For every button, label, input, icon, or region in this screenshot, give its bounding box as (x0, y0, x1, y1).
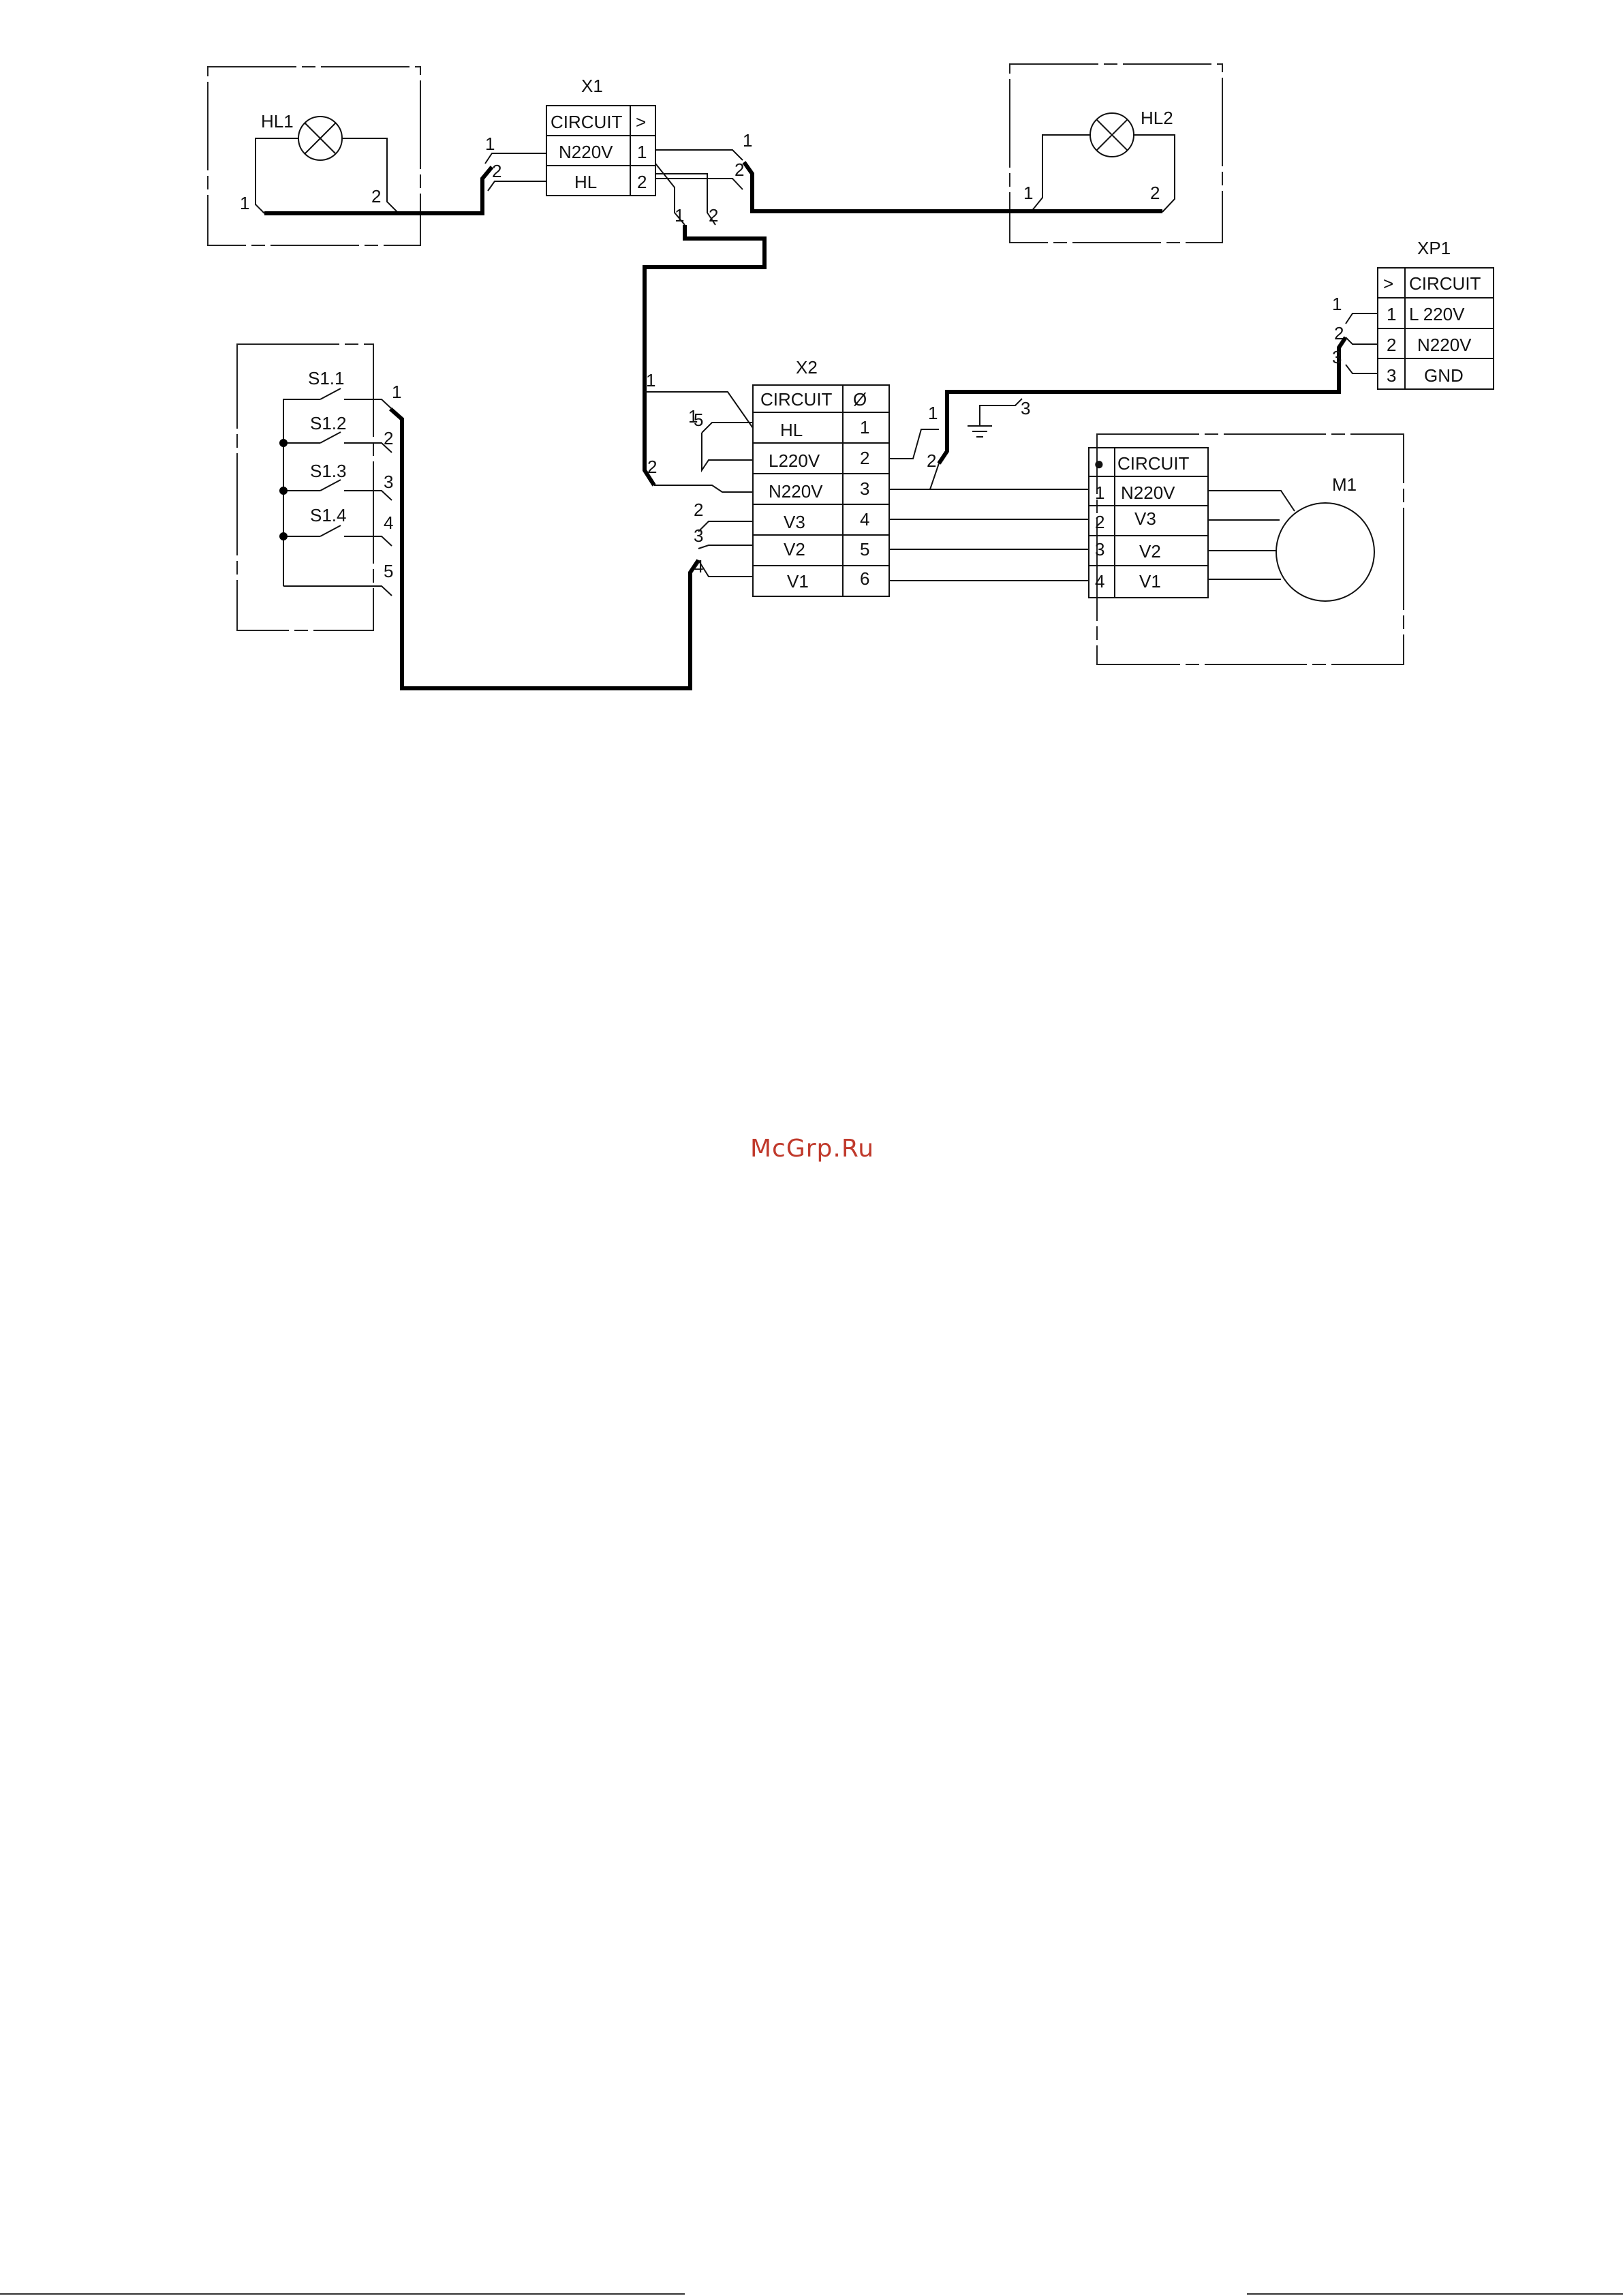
hl1-label: HL1 (261, 111, 294, 132)
x1-row2-pin: 2 (637, 172, 647, 192)
x2-right-wire-2: 2 (927, 450, 936, 471)
switch-s1-1: S1.1 (283, 368, 392, 409)
m1-row1-circuit: N220V (1121, 483, 1175, 503)
m1-header-dot-icon: ● (1094, 453, 1104, 474)
x1-left-wire-1: 1 (485, 134, 495, 154)
xp1-row2-circuit: N220V (1417, 335, 1472, 355)
s1-pin-1: 1 (392, 382, 401, 402)
s1-4-label: S1.4 (310, 505, 347, 525)
x1-right-wire-1: 1 (743, 130, 752, 151)
m1-row2-pin: 2 (1095, 512, 1104, 532)
ground-wire-label: 3 (1021, 398, 1030, 418)
x1-header-arrow: > (636, 112, 646, 132)
x1-left-wire-2: 2 (492, 161, 501, 181)
s1-pin-2: 2 (384, 428, 393, 448)
xp1-row2-pin: 2 (1387, 335, 1396, 355)
x2-row2-pin: 2 (860, 448, 869, 468)
hl2-pin2: 2 (1150, 183, 1160, 203)
x2-row5-pin: 5 (860, 539, 869, 560)
hl1-lamp-block: HL1 1 2 (208, 67, 420, 245)
switch-s1-3: S1.3 (279, 461, 392, 500)
xp1-wire-2: 2 (1334, 323, 1344, 343)
x1-down-wire-2: 2 (709, 205, 718, 226)
cable-bundles (264, 162, 1346, 688)
x2-row5-circuit: V2 (784, 539, 805, 560)
hl1-pin2: 2 (371, 186, 381, 206)
x1-row1-circuit: N220V (559, 142, 613, 162)
m1-motor-icon (1276, 503, 1374, 601)
x2-left-wire-2b: 2 (694, 500, 703, 520)
switch-s1-4: S1.4 (279, 505, 392, 546)
hl2-pin1: 1 (1023, 183, 1033, 203)
x1-row2-circuit: HL (574, 172, 597, 192)
x2-header-circuit: CIRCUIT (760, 389, 833, 410)
s1-pin-3: 3 (384, 472, 393, 492)
x2-row1-circuit: HL (780, 420, 803, 440)
hl2-label: HL2 (1141, 108, 1173, 128)
x2-row3-circuit: N220V (769, 481, 823, 502)
s1-switch-block: S1.1 S1.2 S1.3 S1.4 1 2 3 (237, 344, 401, 630)
x2-row1-pin: 1 (860, 417, 869, 438)
x2-left-wire-2: 2 (647, 457, 657, 477)
m1-row2-circuit: V3 (1134, 508, 1156, 529)
xp1-row3-circuit: GND (1424, 365, 1464, 386)
xp1-row1-circuit: L 220V (1409, 304, 1465, 324)
s1-3-label: S1.3 (310, 461, 347, 481)
x1-connector: X1 CIRCUIT > N220V 1 HL 2 1 2 1 2 1 2 (485, 76, 752, 226)
x1-row1-pin: 1 (637, 142, 647, 162)
xp1-wire-3: 3 (1332, 347, 1342, 367)
x2-left-wire-3: 3 (694, 525, 703, 546)
m1-label: M1 (1332, 474, 1357, 495)
x1-right-wire-2: 2 (735, 159, 744, 180)
x2-label: X2 (796, 357, 818, 378)
x2-row4-circuit: V3 (784, 512, 805, 532)
ground-symbol: 3 (968, 398, 1030, 437)
s1-1-label: S1.1 (308, 368, 345, 388)
x1-down-wire-1: 1 (675, 205, 684, 226)
xp1-header-circuit: CIRCUIT (1409, 273, 1481, 294)
switch-s1-2: S1.2 (279, 413, 392, 453)
x2-right-wire-1: 1 (928, 403, 938, 423)
x2-left-wire-1: 1 (646, 370, 655, 391)
xp1-plug: XP1 > CIRCUIT 1 L 220V 2 N220V 3 GND 1 2… (1332, 238, 1494, 389)
m1-row3-pin: 3 (1095, 539, 1104, 560)
hl2-lamp-block: HL2 1 2 (1010, 64, 1222, 243)
x2-row3-pin: 3 (860, 478, 869, 499)
s1-pin-4: 4 (384, 512, 393, 533)
xp1-header-arrow: > (1383, 273, 1393, 294)
x2-to-m1-wires (889, 489, 1089, 581)
m1-header-circuit: CIRCUIT (1117, 453, 1190, 474)
m1-row3-circuit: V2 (1139, 541, 1161, 562)
x2-connector: X2 CIRCUIT Ø HL 1 L220V 2 N220V 3 V3 4 V… (645, 357, 939, 596)
m1-row4-circuit: V1 (1139, 571, 1161, 592)
xp1-wire-1: 1 (1332, 294, 1342, 314)
m1-row1-pin: 1 (1095, 483, 1104, 503)
x1-header-circuit: CIRCUIT (551, 112, 623, 132)
x2-row6-circuit: V1 (787, 571, 809, 592)
m1-row4-pin: 4 (1095, 571, 1104, 592)
x2-header-symbol: Ø (853, 389, 867, 410)
s1-pin-5: 5 (384, 561, 393, 581)
m1-motor-block: ● CIRCUIT 1 N220V 2 V3 3 V2 4 V1 M1 (1089, 434, 1404, 664)
xp1-row1-pin: 1 (1387, 304, 1396, 324)
x2-row2-circuit: L220V (769, 450, 820, 471)
xp1-row3-pin: 3 (1387, 365, 1396, 386)
s1-2-label: S1.2 (310, 413, 347, 433)
xp1-label: XP1 (1417, 238, 1451, 258)
hl1-pin1: 1 (240, 193, 249, 213)
watermark-text: McGrp.Ru (744, 1135, 880, 1163)
x2-row6-pin: 6 (860, 568, 869, 589)
x2-left-wire-4: 4 (694, 556, 703, 577)
x2-row4-pin: 4 (860, 509, 869, 530)
x2-left-wire-1b: 1 (688, 406, 698, 427)
x1-label: X1 (581, 76, 603, 96)
